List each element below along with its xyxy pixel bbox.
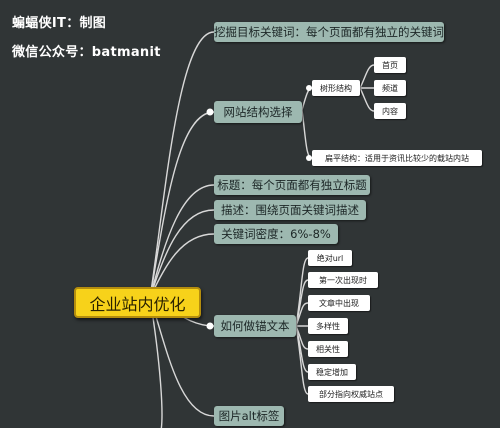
connector-structure-tree <box>301 87 313 111</box>
credit-author: 蝙蝠侠IT：制图 <box>12 16 107 31</box>
branch-anchor-text[interactable]: 如何做锚文本 <box>214 315 296 337</box>
connector-anchor-7 <box>295 325 309 395</box>
node-channel[interactable]: 频道 <box>374 80 406 96</box>
connector-anchor-2 <box>295 279 309 327</box>
node-authority-links[interactable]: 部分指向权威站点 <box>308 386 394 402</box>
node-absolute-url[interactable]: 绝对url <box>308 250 352 266</box>
node-flat-structure[interactable]: 扁平结构：适用于资讯比较少的载站内站 <box>312 150 482 166</box>
connector-structure-flat <box>301 109 313 159</box>
branch-keyword-density[interactable]: 关键词密度：6%-8% <box>214 224 338 244</box>
node-steady-increase[interactable]: 稳定增加 <box>308 364 356 380</box>
connector-tree-home <box>359 64 375 89</box>
connector-tree-content <box>359 87 375 112</box>
branch-description[interactable]: 描述：围绕页面关键词描述 <box>214 200 366 220</box>
node-in-article[interactable]: 文章中出现 <box>308 295 370 311</box>
connector-root-branch-1 <box>149 31 215 299</box>
collapse-indicator-tree <box>306 85 312 91</box>
node-first-appearance[interactable]: 第一次出现时 <box>308 272 378 288</box>
node-relevance[interactable]: 相关性 <box>308 341 348 357</box>
collapse-indicator-anchor <box>206 322 214 330</box>
connector-root-branch-2 <box>149 111 215 299</box>
credit-wechat: 微信公众号：batmanit <box>12 45 161 60</box>
branch-keyword-mining[interactable]: 挖掘目标关键词：每个页面都有独立的关键词 <box>214 22 444 42</box>
connector-root-branch-8 <box>149 297 163 428</box>
node-tree-structure[interactable]: 树形结构 <box>312 80 360 96</box>
collapse-indicator-flat <box>306 155 312 161</box>
branch-image-alt[interactable]: 图片alt标签 <box>214 406 284 426</box>
branch-title[interactable]: 标题：每个页面都有独立标题 <box>214 175 370 195</box>
node-home[interactable]: 首页 <box>374 57 406 73</box>
collapse-indicator-structure <box>206 108 214 116</box>
connector-anchor-3 <box>295 302 309 327</box>
node-content[interactable]: 内容 <box>374 103 406 119</box>
connector-root-branch-4 <box>149 209 215 299</box>
connector-root-branch-3 <box>149 184 215 299</box>
root-node[interactable]: 企业站内优化 <box>74 287 201 318</box>
node-diversity[interactable]: 多样性 <box>308 318 348 334</box>
branch-site-structure[interactable]: 网站结构选择 <box>214 101 302 123</box>
